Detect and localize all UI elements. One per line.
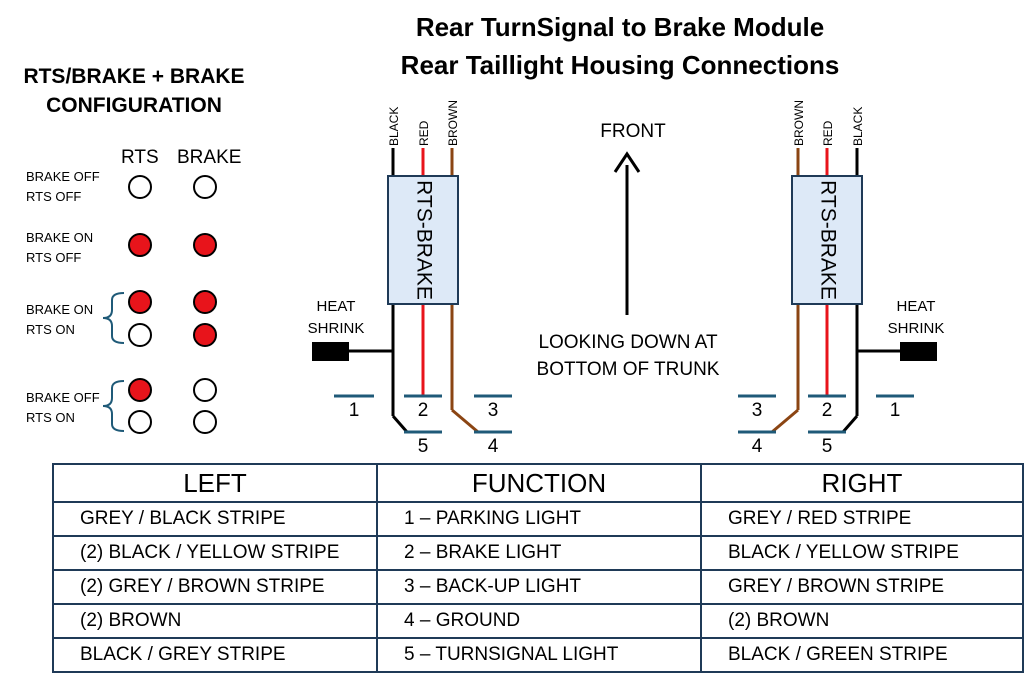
state-label-1-line-2: RTS OFF (26, 189, 82, 204)
cell-left: (2) BLACK / YELLOW STRIPE (52, 535, 378, 571)
lamp-brake-off-rts-on-a-brake (193, 378, 217, 402)
cell-right: BLACK / GREEN STRIPE (700, 637, 1024, 673)
cell-left: (2) GREY / BROWN STRIPE (52, 569, 378, 605)
wiring-table: LEFT FUNCTION RIGHT GREY / BLACK STRIPE … (52, 463, 1024, 673)
left-wire-black-bend (391, 415, 409, 433)
left-terminal-2-number: 2 (418, 400, 429, 421)
right-terminal-4-number: 4 (752, 436, 763, 457)
right-wire-black-bend (841, 415, 859, 433)
heat-shrink-label-left: HEAT SHRINK (298, 296, 374, 340)
heat-shrink-left-line-1: HEAT (316, 298, 356, 315)
heat-shrink-left-line-2: SHRINK (307, 320, 365, 337)
table-header-row: LEFT FUNCTION RIGHT (52, 463, 1024, 503)
view-note-line-2: BOTTOM OF TRUNK (536, 359, 720, 380)
state-label-4-line-1: BRAKE OFF (26, 390, 100, 405)
left-terminal-4-number: 4 (488, 436, 499, 457)
table-row: (2) BROWN 4 – GROUND (2) BROWN (52, 603, 1024, 639)
lamp-brake-off-rts-on-a-rts (128, 378, 152, 402)
cell-function: 2 – BRAKE LIGHT (376, 535, 702, 571)
state-label-4: BRAKE OFF RTS ON (26, 388, 100, 428)
right-rts-brake-module (791, 175, 863, 305)
state-label-2-line-2: RTS OFF (26, 250, 82, 265)
left-terminal-5-number: 5 (418, 436, 429, 457)
right-wire-brown-bend (771, 408, 799, 434)
lamp-brake-on-rts-off-rts (128, 233, 152, 257)
right-terminal-5-number: 5 (822, 436, 833, 457)
right-module-label: RTS-BRAKE (816, 180, 839, 300)
config-title-line-2: CONFIGURATION (46, 94, 222, 117)
state-label-2-line-1: BRAKE ON (26, 230, 94, 245)
left-wire-label-2: RED (417, 120, 431, 146)
lamp-brake-on-rts-on-a-brake (193, 290, 217, 314)
header-function: FUNCTION (376, 463, 702, 503)
cell-right: GREY / BROWN STRIPE (700, 569, 1024, 605)
config-title-line-1: RTS/BRAKE + BRAKE (23, 65, 245, 88)
column-header-brake: BRAKE (177, 147, 242, 168)
lamp-brake-off-rts-on-b-brake (193, 410, 217, 434)
bracket-brake-off-rts-on (102, 380, 125, 432)
cell-function: 5 – TURNSIGNAL LIGHT (376, 637, 702, 673)
view-note-line-1: LOOKING DOWN AT (538, 332, 718, 353)
view-note: LOOKING DOWN AT BOTTOM OF TRUNK (508, 329, 748, 383)
left-wire-brown-bend (451, 408, 479, 434)
lamp-brake-on-rts-on-a-rts (128, 290, 152, 314)
front-arrow-head (613, 151, 641, 173)
front-label: FRONT (600, 121, 666, 142)
cell-function: 4 – GROUND (376, 603, 702, 639)
table-row: BLACK / GREY STRIPE 5 – TURNSIGNAL LIGHT… (52, 637, 1024, 673)
right-wire-label-1: BROWN (792, 100, 806, 146)
title-line-1: Rear TurnSignal to Brake Module (415, 12, 825, 42)
cell-right: GREY / RED STRIPE (700, 501, 1024, 537)
heat-shrink-right-line-2: SHRINK (887, 320, 945, 337)
cell-right: (2) BROWN (700, 603, 1024, 639)
lamp-brake-off-rts-on-b-rts (128, 410, 152, 434)
lamp-brake-on-rts-off-brake (193, 233, 217, 257)
column-header-rts: RTS (121, 147, 159, 168)
state-label-3-line-1: BRAKE ON (26, 302, 94, 317)
lamp-brake-on-rts-on-b-rts (128, 323, 152, 347)
state-label-1: BRAKE OFF RTS OFF (26, 167, 100, 207)
state-label-2: BRAKE ON RTS OFF (26, 228, 93, 268)
state-label-3: BRAKE ON RTS ON (26, 300, 93, 340)
right-terminal-2-number: 2 (822, 400, 833, 421)
state-label-4-line-2: RTS ON (26, 410, 75, 425)
cell-left: GREY / BLACK STRIPE (52, 501, 378, 537)
table-row: GREY / BLACK STRIPE 1 – PARKING LIGHT GR… (52, 501, 1024, 537)
header-left: LEFT (52, 463, 378, 503)
left-wire-label-1: BLACK (387, 107, 401, 146)
title-line-2: Rear Taillight Housing Connections (400, 50, 840, 80)
cell-function: 1 – PARKING LIGHT (376, 501, 702, 537)
cell-function: 3 – BACK-UP LIGHT (376, 569, 702, 605)
heat-shrink-label-right: HEAT SHRINK (878, 296, 954, 340)
state-label-1-line-1: BRAKE OFF (26, 169, 100, 184)
table-row: (2) GREY / BROWN STRIPE 3 – BACK-UP LIGH… (52, 569, 1024, 605)
right-wire-label-2: RED (821, 120, 835, 146)
left-heat-shrink (312, 342, 349, 361)
state-label-3-line-2: RTS ON (26, 322, 75, 337)
left-wire-label-3: BROWN (446, 100, 460, 146)
cell-left: (2) BROWN (52, 603, 378, 639)
left-terminal-3-number: 3 (488, 400, 499, 421)
lamp-brake-off-rts-off-brake (193, 175, 217, 199)
right-heat-shrink (900, 342, 937, 361)
left-module-label: RTS-BRAKE (412, 180, 435, 300)
lamp-brake-on-rts-on-b-brake (193, 323, 217, 347)
config-title: RTS/BRAKE + BRAKE CONFIGURATION (0, 62, 268, 120)
left-rts-brake-module (387, 175, 459, 305)
right-terminal-3-number: 3 (752, 400, 763, 421)
header-right: RIGHT (700, 463, 1024, 503)
lamp-brake-off-rts-off-rts (128, 175, 152, 199)
bracket-brake-on-rts-on (102, 292, 125, 344)
cell-right: BLACK / YELLOW STRIPE (700, 535, 1024, 571)
left-terminal-1-number: 1 (349, 400, 360, 421)
right-wire-label-3: BLACK (851, 107, 865, 146)
heat-shrink-right-line-1: HEAT (896, 298, 936, 315)
right-terminal-1-number: 1 (890, 400, 901, 421)
cell-left: BLACK / GREY STRIPE (52, 637, 378, 673)
table-row: (2) BLACK / YELLOW STRIPE 2 – BRAKE LIGH… (52, 535, 1024, 571)
